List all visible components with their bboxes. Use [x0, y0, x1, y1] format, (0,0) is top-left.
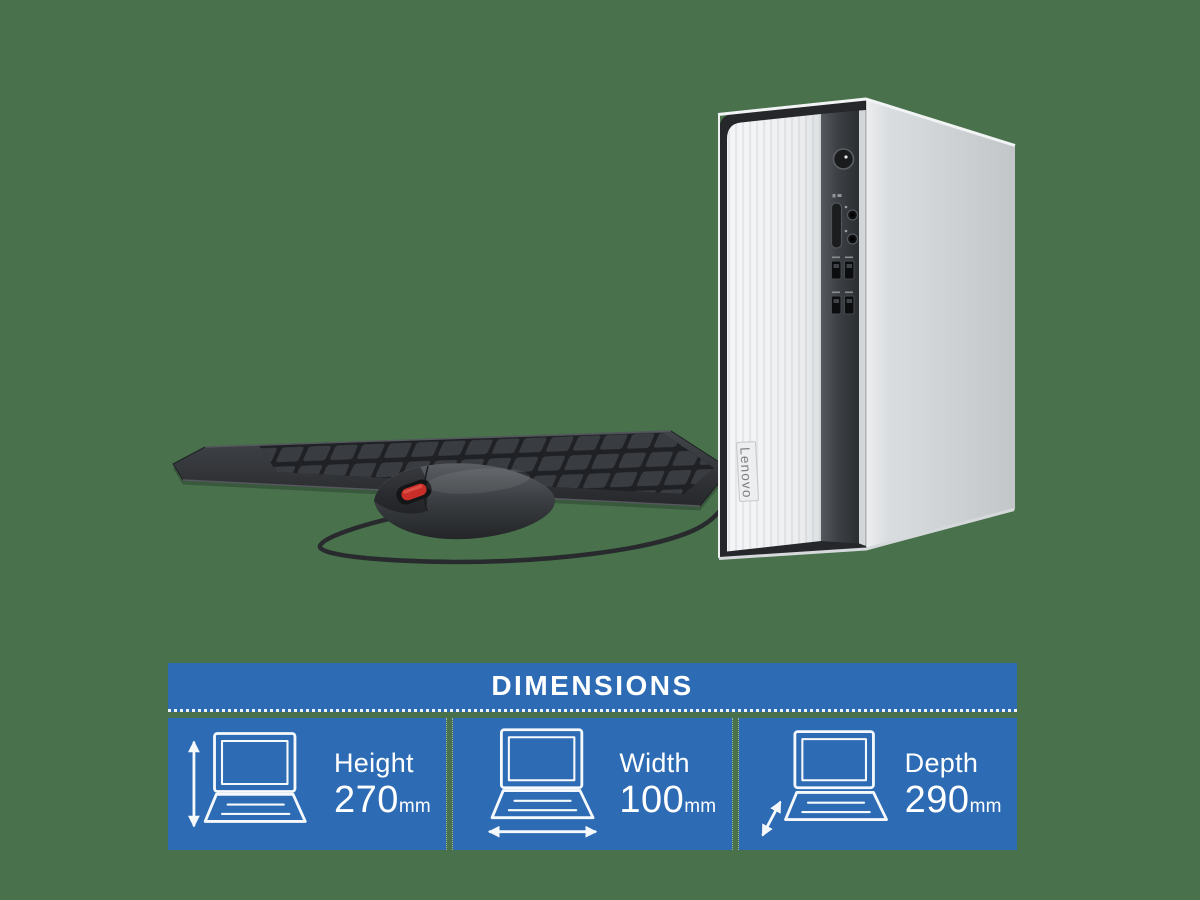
desktop-tower: Lenovo	[717, 97, 1016, 560]
mouse-cable	[317, 501, 729, 565]
tower-bottom-edge	[718, 508, 1015, 560]
dimension-cards: Height 270mm	[168, 718, 1017, 850]
tower-side-panel	[866, 99, 1015, 549]
dimension-unit: mm	[398, 795, 431, 817]
dashed-separator	[446, 718, 454, 850]
mouse	[374, 463, 555, 540]
laptop-icon	[203, 732, 307, 823]
dimension-label: Depth	[904, 747, 979, 778]
laptop-depth-icon	[761, 730, 888, 837]
dimension-value-row: 100mm	[619, 778, 717, 821]
mouse-highlight	[426, 468, 530, 494]
audio-jacks	[844, 205, 859, 245]
mouse-scroll-wheel	[396, 479, 432, 505]
tower-top-edge	[717, 97, 1016, 147]
dimension-label: Width	[619, 747, 690, 778]
dimension-label: Height	[334, 747, 414, 778]
dimension-text: Height 270mm	[334, 748, 431, 821]
laptop-icon	[783, 730, 888, 821]
laptop-width-icon	[488, 728, 598, 838]
usb-ports	[831, 256, 855, 315]
dimension-value: 100	[619, 778, 685, 821]
dimension-card-depth: Depth 290mm	[738, 718, 1017, 850]
dimension-card-height: Height 270mm	[168, 718, 447, 850]
tower-power-button	[832, 148, 855, 170]
keyboard-keys	[259, 433, 714, 494]
lenovo-logo-text: Lenovo	[737, 447, 755, 499]
product-image: Lenovo	[172, 97, 1016, 565]
dimensions-title: DIMENSIONS	[491, 670, 694, 701]
tower-io-strip	[821, 110, 859, 544]
dimension-unit: mm	[969, 795, 1002, 817]
tower-front-right-edge	[859, 110, 866, 546]
keyboard	[172, 430, 731, 511]
dashed-separator	[731, 718, 739, 850]
laptop-height-icon	[188, 732, 307, 828]
sd-card-slot	[830, 194, 843, 249]
dimension-value: 290	[904, 778, 970, 821]
keyboard-back-edge	[204, 430, 672, 448]
dimension-text: Depth 290mm	[905, 748, 1002, 821]
dimensions-panel: DIMENSIONS	[168, 663, 1017, 850]
dimensions-header: DIMENSIONS	[168, 663, 1017, 712]
dimension-value: 270	[334, 778, 399, 821]
depth-arrow-icon	[761, 800, 781, 837]
dimension-value-row: 270mm	[334, 778, 431, 821]
laptop-icon	[490, 728, 595, 820]
dimension-card-width: Width 100mm	[453, 718, 732, 850]
dimension-text: Width 100mm	[619, 748, 716, 821]
lenovo-logo: Lenovo	[736, 441, 759, 502]
dimension-value-row: 290mm	[904, 778, 1002, 821]
dimension-unit: mm	[684, 795, 717, 817]
